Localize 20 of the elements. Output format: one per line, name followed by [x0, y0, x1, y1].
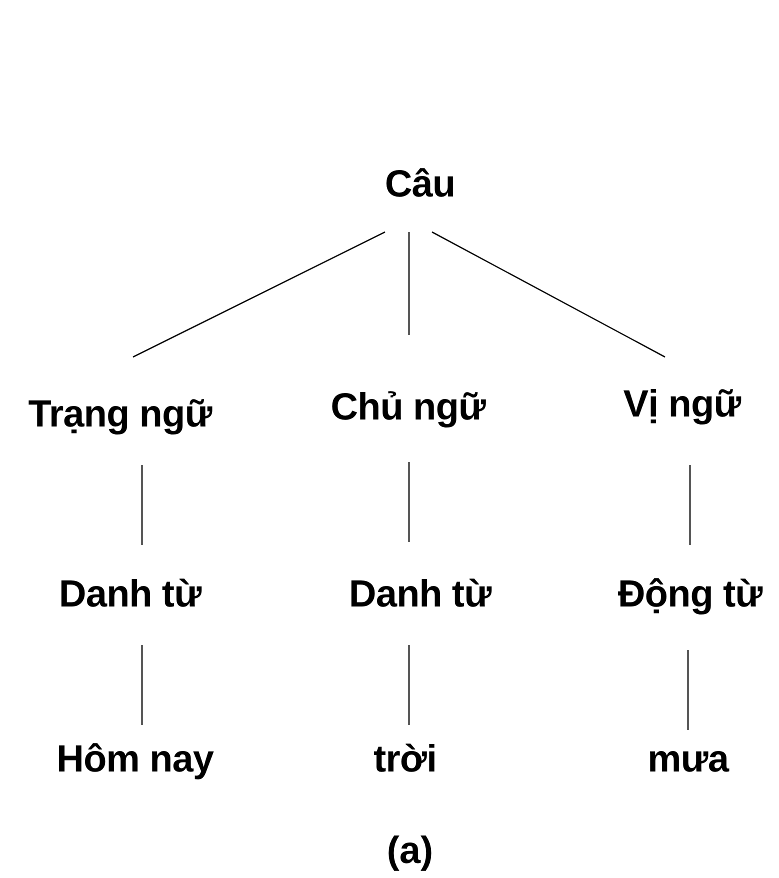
connector-line	[141, 465, 143, 545]
caption: (a)	[386, 830, 434, 873]
connector-line	[132, 231, 386, 358]
tree-label: trời	[372, 738, 438, 782]
tree-label: Vị ngữ	[622, 384, 742, 426]
tree-label: Câu	[384, 164, 456, 206]
tree-label: Trạng ngữ	[27, 394, 214, 436]
connector-line	[408, 645, 410, 725]
tree-label: Danh từ	[348, 574, 493, 616]
connector-line	[689, 465, 691, 545]
tree-label: mưa	[646, 738, 730, 782]
tree-label: Chủ ngữ	[330, 386, 487, 430]
connector-line	[432, 231, 666, 358]
tree-label: Danh từ	[58, 574, 203, 616]
connector-line	[687, 650, 689, 730]
connector-line	[408, 462, 410, 542]
connector-line	[408, 232, 410, 335]
tree-label: Hôm nay	[56, 738, 215, 782]
tree-label: Động từ	[616, 574, 764, 616]
connector-line	[141, 645, 143, 725]
